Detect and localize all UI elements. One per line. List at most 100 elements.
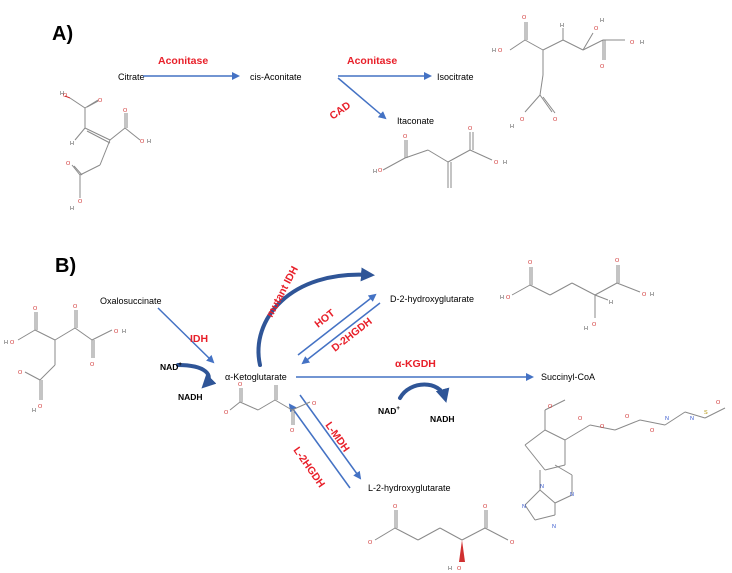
d2hg-structure: H O O O O H O H H [500,258,654,332]
nad-right: NAD+ [378,406,400,416]
l2hgdh-arrow [288,403,351,489]
succinyl-coa-structure: O N N N N O O O O N N S O [522,399,726,530]
oxalosuccinate-label: Oxalosuccinate [100,296,162,306]
svg-text:N: N [690,416,694,422]
svg-text:O: O [600,424,605,430]
svg-text:O: O [468,126,473,132]
itaconate-structure: H O O O O H [373,126,507,188]
svg-text:O: O [522,15,527,21]
svg-text:O: O [510,540,515,546]
svg-text:O: O [73,304,78,310]
itaconate-label: Itaconate [397,116,434,126]
svg-text:O: O [528,260,533,266]
svg-text:H: H [122,329,126,335]
cis-aconitate-structure: H O O H O O H O O H [60,91,151,212]
l2hg-structure: O O O O O H [368,504,515,572]
aconitase-enzyme-2: Aconitase [347,55,397,67]
svg-text:O: O [483,504,488,510]
svg-text:O: O [600,64,605,70]
svg-text:H: H [560,23,564,29]
cis-aconitate-to-itaconate-arrow [337,77,387,120]
akgdh-enzyme: α-KGDH [395,358,436,370]
svg-text:O: O [520,117,525,123]
isocitrate-label: Isocitrate [437,72,474,82]
svg-text:S: S [704,410,708,416]
d2hg-label: D-2-hydroxyglutarate [390,294,474,304]
svg-text:O: O [114,329,119,335]
svg-text:O: O [10,340,15,346]
lmdh-enzyme: L-MDH [323,420,352,455]
svg-text:O: O [403,134,408,140]
svg-text:H: H [600,18,604,24]
oxalosuccinate-structure: O H O O O O H O O H [4,304,126,414]
svg-text:O: O [498,48,503,54]
svg-text:N: N [552,524,556,530]
svg-text:O: O [506,295,511,301]
svg-text:H: H [492,48,496,54]
svg-text:O: O [592,322,597,328]
svg-text:H: H [500,295,504,301]
svg-text:O: O [553,117,558,123]
nad-to-nadh-right-arrow [398,382,450,403]
mutant-idh-arrow [256,267,375,367]
svg-text:H: H [373,169,377,175]
svg-text:O: O [548,404,553,410]
alpha-ketoglutarate-structure: O O O O [224,382,317,434]
citrate-label: Citrate [118,72,145,82]
svg-text:N: N [570,492,574,498]
svg-text:H: H [70,141,74,147]
svg-text:O: O [238,382,243,388]
svg-text:H: H [448,566,452,572]
nadh-left: NADH [178,392,203,402]
svg-text:O: O [642,292,647,298]
d2hgdh-enzyme: D-2HGDH [329,315,374,354]
l2hg-label: L-2-hydroxyglutarate [368,483,451,493]
lmdh-arrow [299,394,362,480]
svg-text:O: O [140,139,145,145]
svg-text:O: O [630,40,635,46]
svg-text:H: H [4,340,8,346]
svg-text:O: O [378,168,383,174]
svg-text:N: N [540,484,544,490]
svg-text:N: N [522,504,526,510]
svg-text:O: O [393,504,398,510]
oxalosuccinate-to-akg-arrow [157,307,215,364]
svg-text:O: O [123,108,128,114]
idh-enzyme: IDH [190,333,208,345]
hot-arrow [297,293,377,356]
svg-text:O: O [594,26,599,32]
svg-text:O: O [457,566,462,572]
l2hgdh-enzyme: L-2HGDH [291,445,328,490]
panel-b-label: B) [55,255,76,277]
svg-text:O: O [368,540,373,546]
svg-text:H: H [503,160,507,166]
svg-text:O: O [66,161,71,167]
svg-text:O: O [98,98,103,104]
svg-text:H: H [510,124,514,130]
panel-a-label: A) [52,23,73,45]
svg-text:N: N [665,416,669,422]
svg-text:H: H [147,139,151,145]
svg-text:H: H [70,206,74,212]
nadh-right: NADH [430,414,455,424]
svg-text:O: O [312,401,317,407]
svg-text:H: H [32,408,36,414]
nad-to-nadh-left-arrow [176,363,217,389]
cad-enzyme: CAD [328,99,354,122]
aconitase-enzyme-1: Aconitase [158,55,208,67]
svg-text:O: O [650,428,655,434]
svg-text:O: O [224,410,229,416]
alpha-ketoglutarate-label: α-Ketoglutarate [225,372,287,382]
svg-text:O: O [625,414,630,420]
succinyl-coa-label: Succinyl-CoA [541,372,595,382]
isocitrate-structure: O H O H O H O O H O H O [492,15,644,130]
nad-left: NAD+ [160,362,182,372]
svg-text:H: H [584,326,588,332]
svg-text:H: H [609,300,613,306]
svg-text:O: O [18,370,23,376]
svg-text:O: O [38,404,43,410]
wedge-bond [459,540,465,562]
svg-text:O: O [716,400,721,406]
svg-text:H: H [640,40,644,46]
